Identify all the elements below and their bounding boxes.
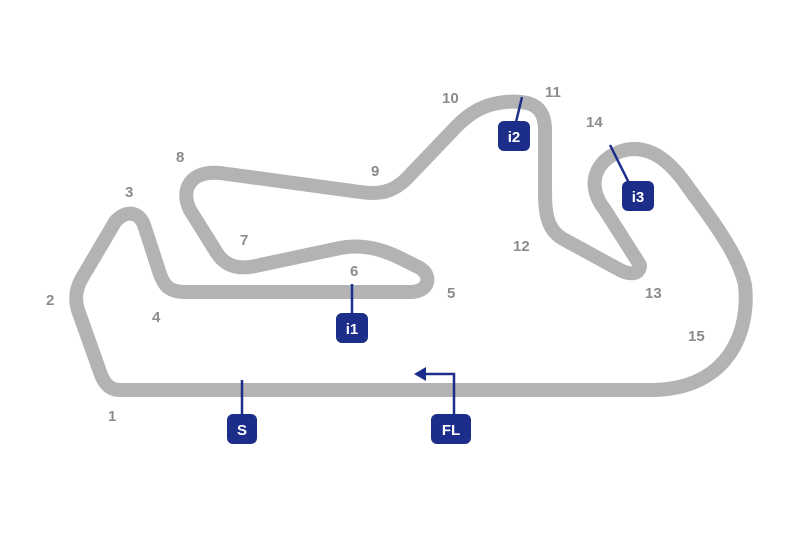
intermediate-2-label: i2: [508, 129, 521, 146]
turn-label-15: 15: [688, 328, 705, 345]
turn-label-3: 3: [125, 184, 133, 201]
turn-label-7: 7: [240, 232, 248, 249]
turn-label-5: 5: [447, 285, 455, 302]
turn-label-1: 1: [108, 408, 116, 425]
arrow-left-icon: [414, 367, 426, 381]
intermediate-3-label: i3: [632, 189, 645, 206]
start-label: S: [237, 422, 247, 439]
turn-label-10: 10: [442, 90, 459, 107]
turn-label-8: 8: [176, 149, 184, 166]
finish-line-marker: FL: [414, 367, 471, 444]
turn-label-13: 13: [645, 285, 662, 302]
turn-label-11: 11: [545, 84, 561, 101]
intermediate-2-marker: i2: [498, 96, 530, 151]
start-marker: S: [227, 380, 257, 444]
turn-label-12: 12: [513, 238, 530, 255]
turn-label-9: 9: [371, 163, 379, 180]
finish-line-label: FL: [442, 422, 460, 439]
turn-label-14: 14: [586, 114, 603, 131]
track-path: [69, 94, 753, 397]
intermediate-1-marker: i1: [336, 284, 368, 343]
turn-label-6: 6: [350, 263, 358, 280]
turn-label-4: 4: [152, 309, 161, 326]
turn-label-2: 2: [46, 292, 54, 309]
intermediate-1-label: i1: [346, 321, 359, 338]
intermediate-3-marker: i3: [608, 144, 654, 211]
